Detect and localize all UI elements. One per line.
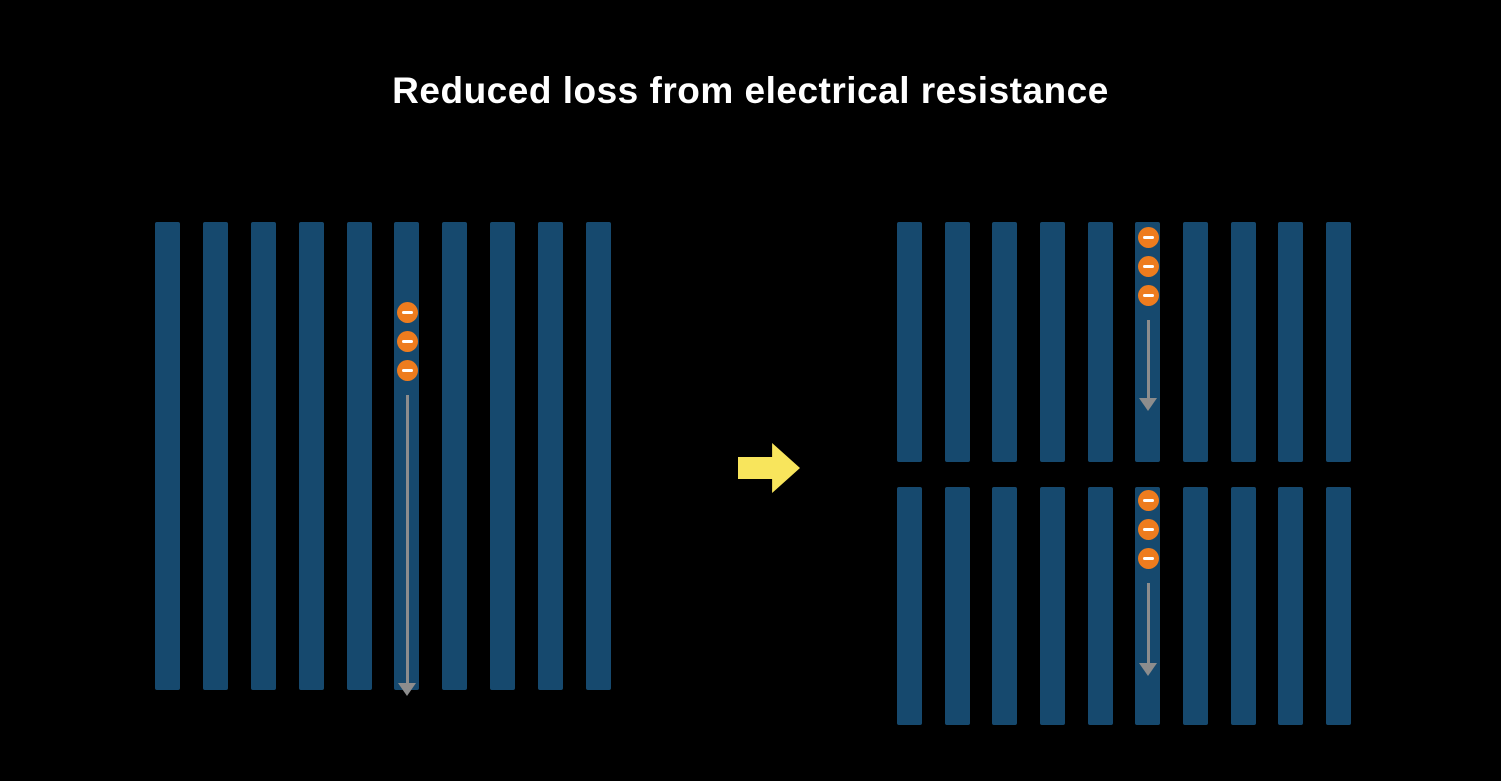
minus-icon <box>1142 265 1154 268</box>
cell-bar <box>585 222 611 690</box>
cell-bar <box>1325 487 1351 725</box>
electron-icon <box>396 302 418 323</box>
cell-bar <box>1230 487 1256 725</box>
cell-bar <box>1087 487 1113 725</box>
diagram-title: Reduced loss from electrical resistance <box>392 70 1109 111</box>
down-arrow-line <box>1146 583 1150 663</box>
cell-bar <box>1230 222 1256 462</box>
minus-icon <box>1142 499 1154 502</box>
cell-bar <box>298 222 324 690</box>
cell-bar <box>442 222 468 690</box>
minus-icon <box>401 369 413 372</box>
electron-icon <box>1137 548 1159 569</box>
cell-bar <box>490 222 516 690</box>
down-arrow-icon <box>1139 663 1157 676</box>
full-cell-panel <box>155 222 611 696</box>
half-cell-bottom-electron-flow <box>1136 490 1160 676</box>
electron-icon <box>1137 256 1159 277</box>
cell-bar <box>1278 222 1304 462</box>
right-arrow-icon <box>738 443 800 493</box>
electron-icon <box>396 331 418 352</box>
cell-bar <box>992 222 1018 462</box>
minus-icon <box>1142 528 1154 531</box>
cell-bar <box>346 222 372 690</box>
electron-icon <box>1137 490 1159 511</box>
cell-bar <box>1087 222 1113 462</box>
electron-group <box>1137 490 1159 577</box>
half-cell-bottom-bars <box>897 487 1351 725</box>
minus-icon <box>401 340 413 343</box>
cell-bar <box>1325 222 1351 462</box>
electron-icon <box>1137 227 1159 248</box>
full-cell-electron-flow <box>395 302 419 696</box>
cell-bar <box>202 222 228 690</box>
cell-bar <box>538 222 563 690</box>
down-arrow-icon <box>1139 398 1157 411</box>
half-cell-top-bars <box>897 222 1351 462</box>
minus-icon <box>1142 557 1154 560</box>
electron-icon <box>396 360 418 381</box>
half-cell-top-panel <box>897 222 1351 462</box>
cell-bar <box>250 222 276 690</box>
half-cell-bottom-panel <box>897 487 1351 725</box>
minus-icon <box>401 311 413 314</box>
cell-bar <box>944 487 970 725</box>
cell-bar <box>1182 222 1208 462</box>
cell-bar <box>897 222 922 462</box>
electron-icon <box>1137 285 1159 306</box>
cell-bar <box>155 222 180 690</box>
electron-group <box>396 302 418 389</box>
cell-bar <box>1278 487 1304 725</box>
half-cell-top-electron-flow <box>1136 227 1160 411</box>
cell-bar <box>1039 487 1065 725</box>
cell-bar <box>992 487 1018 725</box>
cell-bar <box>944 222 970 462</box>
down-arrow-icon <box>398 683 416 696</box>
electron-icon <box>1137 519 1159 540</box>
minus-icon <box>1142 294 1154 297</box>
cell-bar <box>897 487 922 725</box>
electron-group <box>1137 227 1159 314</box>
down-arrow-line <box>1146 320 1150 398</box>
cell-bar <box>1039 222 1065 462</box>
minus-icon <box>1142 236 1154 239</box>
cell-bar <box>1182 487 1208 725</box>
full-cell-bars <box>155 222 611 690</box>
down-arrow-line <box>405 395 409 683</box>
